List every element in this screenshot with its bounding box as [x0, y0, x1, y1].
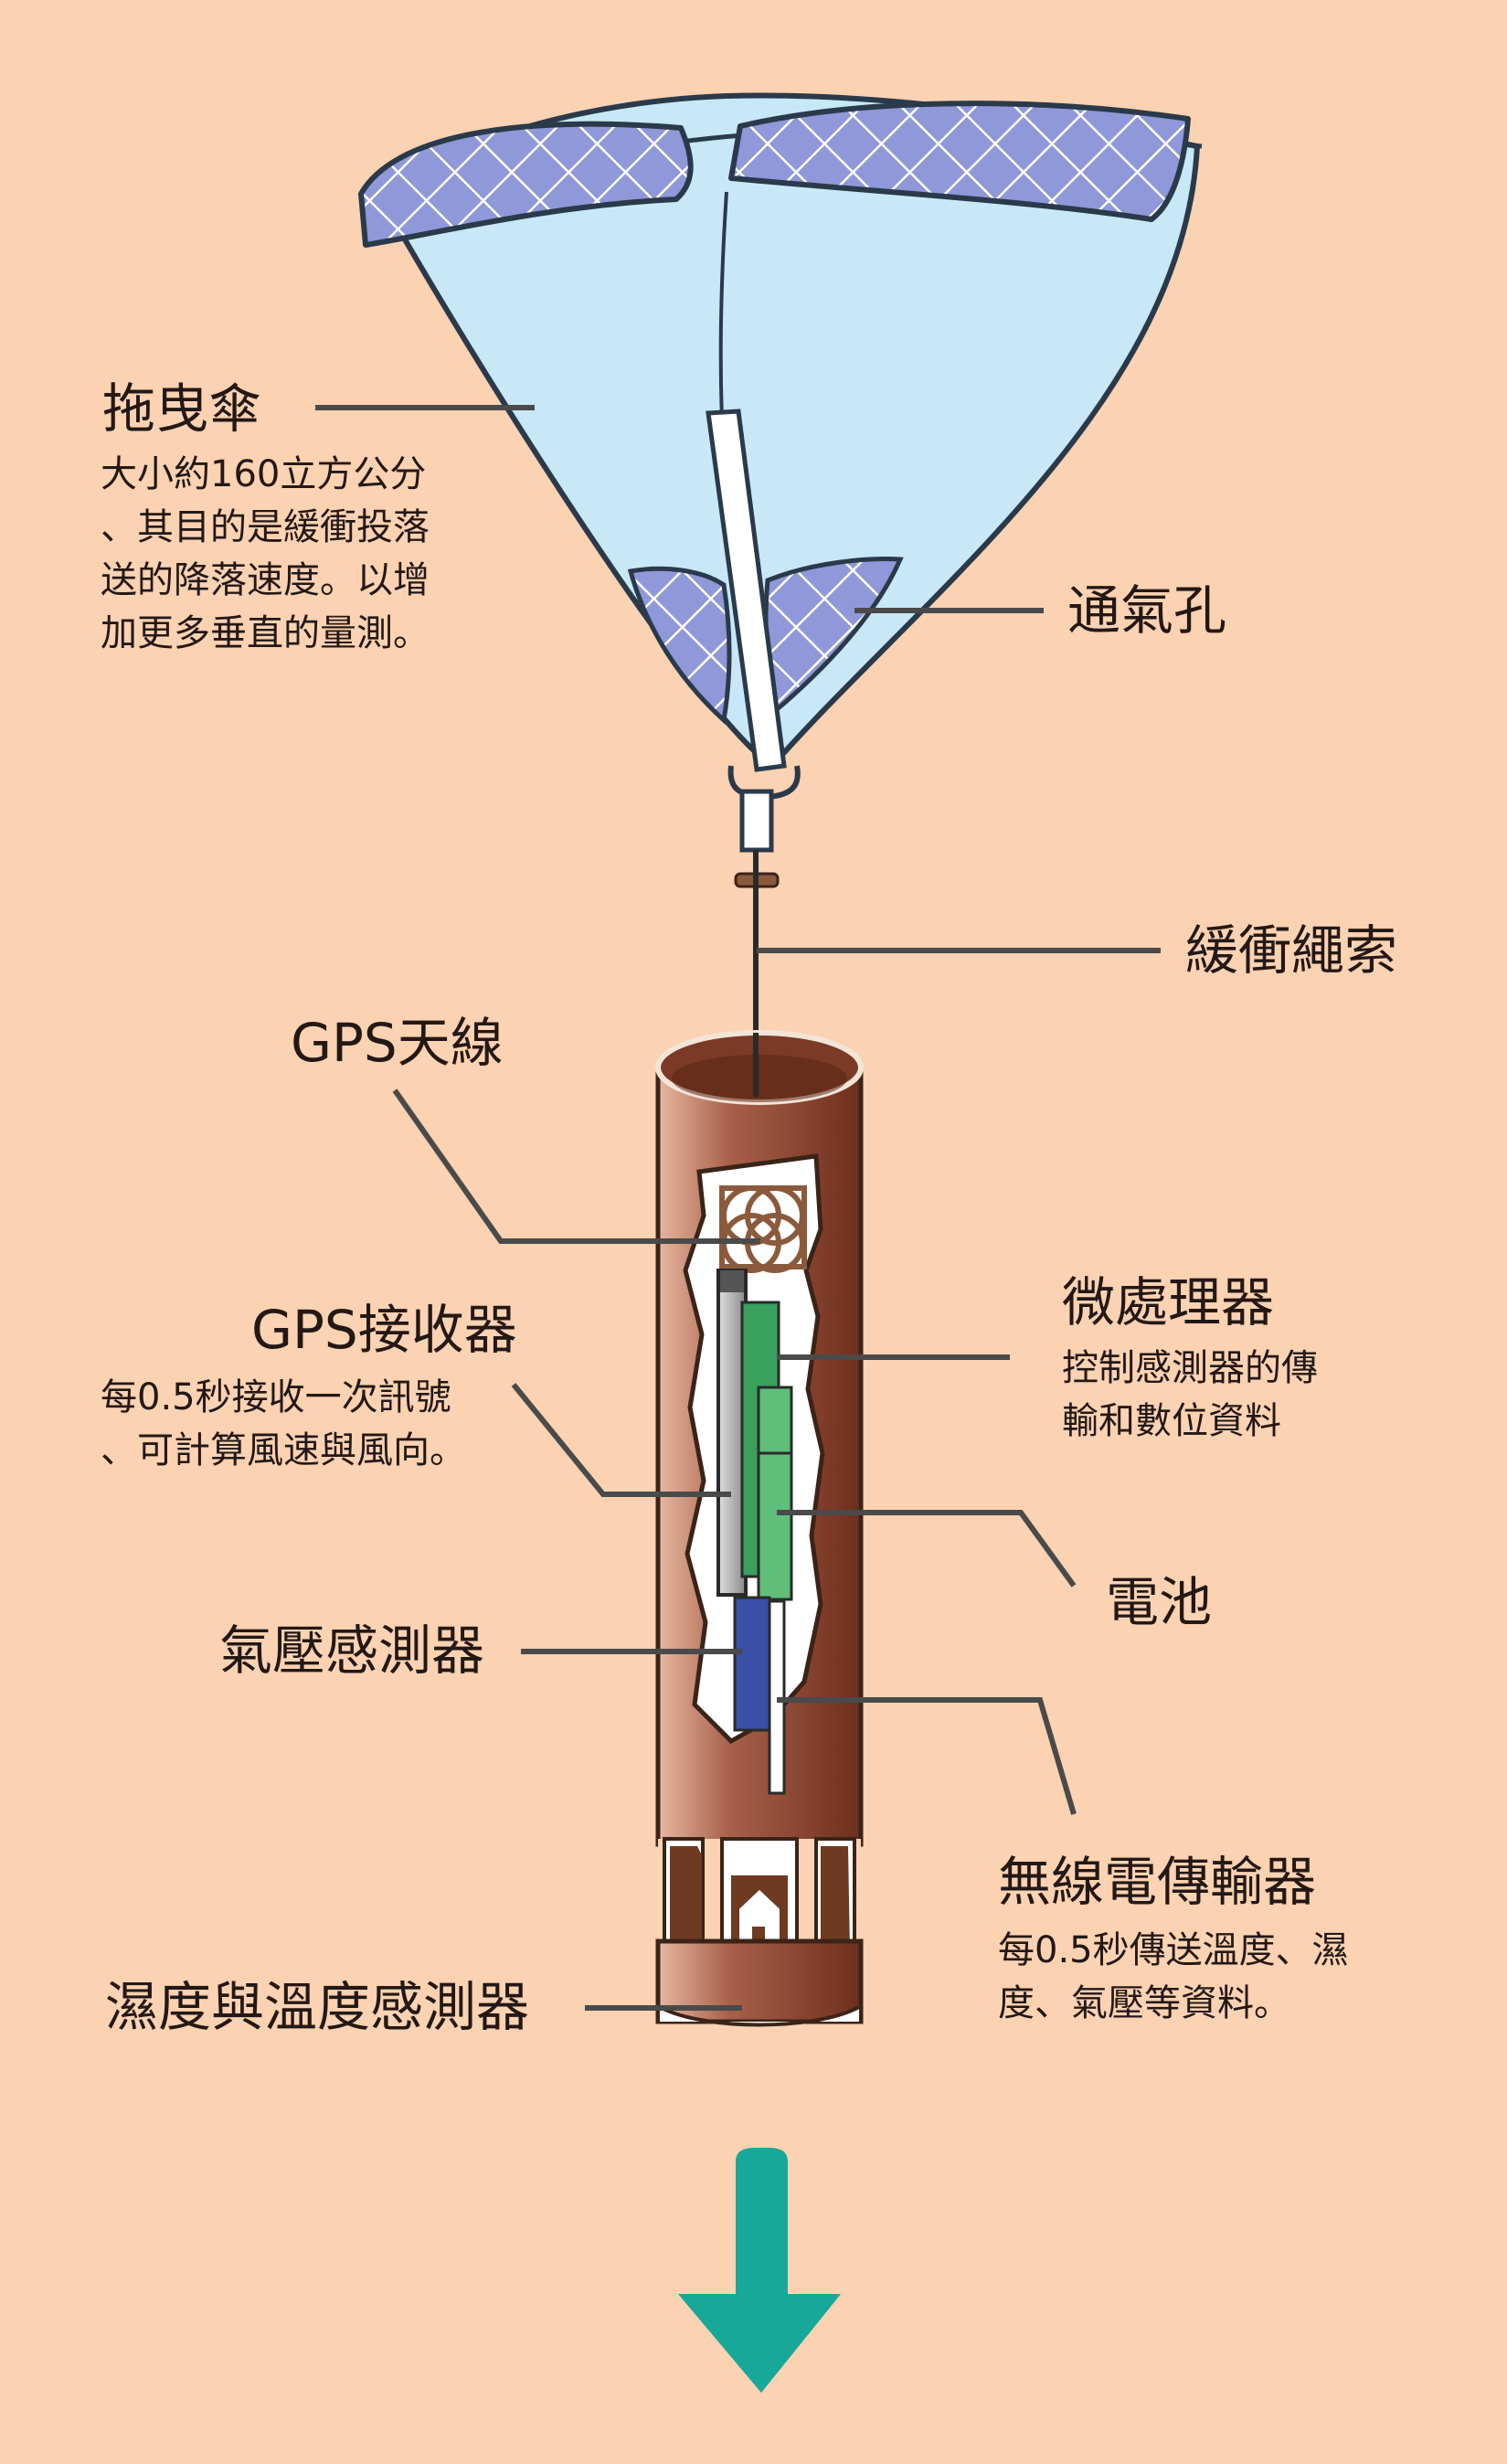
pressure-sensor-title: 氣壓感測器	[219, 1620, 485, 1682]
transmitter-description: 每0.5秒傳送溫度、濕 度、氣壓等資料。	[998, 1929, 1349, 2024]
drogue-title: 拖曳傘	[102, 377, 262, 440]
humidity-temp-sensor-title: 濕度與溫度感測器	[105, 1976, 530, 2038]
microprocessor-description: 控制感測器的傳 輸和數位資料	[1062, 1347, 1318, 1442]
drogue-parachute	[358, 92, 1203, 769]
tether-title: 緩衝繩索	[1185, 919, 1398, 982]
down-arrow-icon	[678, 2148, 841, 2393]
leader-transmitter	[777, 1697, 1077, 1815]
leader-gps-antenna	[392, 1089, 760, 1244]
vent-title: 通氣孔	[1067, 579, 1227, 642]
gps-receiver-title: GPS接收器	[251, 1299, 517, 1361]
vent-holes	[627, 557, 904, 725]
sonde-tube	[655, 1030, 864, 2027]
leader-lines	[315, 405, 1161, 2011]
gps-antenna-title: GPS天線	[291, 1012, 504, 1074]
drogue-description: 大小約160立方公分 、其目的是緩衝投落 送的降落速度。以增 加更多垂直的量測。	[101, 453, 430, 654]
battery-title: 電池	[1106, 1571, 1213, 1633]
leader-gps-receiver	[511, 1383, 731, 1497]
gps-receiver-description: 每0.5秒接收一次訊號 、可計算風速與風向。	[101, 1376, 466, 1471]
leader-battery	[777, 1510, 1077, 1588]
transmitter-title: 無線電傳輸器	[998, 1851, 1317, 1913]
microprocessor-title: 微處理器	[1062, 1271, 1275, 1333]
